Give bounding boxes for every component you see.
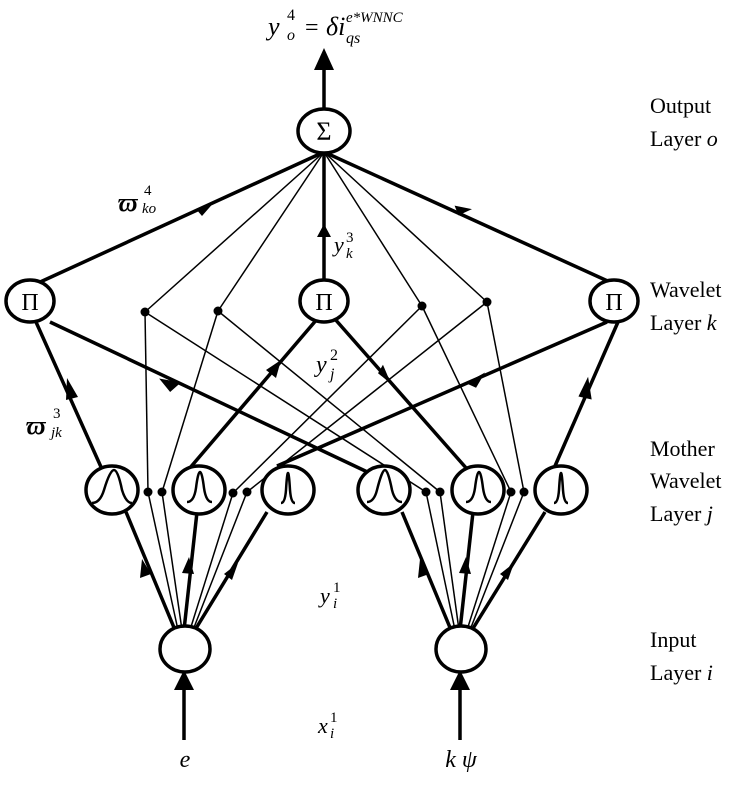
gaussian-medium-icon (186, 470, 213, 504)
wavelet-node-right: Π (588, 278, 640, 324)
svg-text:jk: jk (49, 425, 62, 441)
junction-dot (140, 307, 150, 317)
gaussian-wide-icon (91, 468, 133, 505)
mother-wavelet-node-4 (356, 464, 412, 516)
mother-wavelet-nodes (84, 464, 589, 516)
svg-text:Output: Output (650, 93, 711, 118)
junction-dot (143, 487, 153, 497)
layer-label-input: Input Layer i (650, 627, 713, 685)
junction-dot (242, 487, 252, 497)
svg-text:Layer i: Layer i (650, 660, 713, 685)
label-w3: ϖ 3 jk (26, 406, 62, 441)
junction-dot (506, 487, 516, 497)
eq-lhs-sup: 4 (287, 7, 295, 24)
input-node-kpsi (434, 624, 488, 674)
mother-wavelet-node-1 (84, 464, 140, 516)
svg-text:i: i (330, 726, 334, 742)
output-arrow (314, 48, 334, 112)
pi-symbol: Π (315, 290, 332, 316)
svg-text:Input: Input (650, 627, 696, 652)
svg-text:j: j (328, 366, 335, 383)
svg-text:Mother: Mother (650, 436, 715, 461)
arrowheads-middle (66, 360, 592, 400)
label-y2: y 2 j (314, 347, 338, 383)
junction-dot (213, 306, 223, 316)
input-node-e (158, 624, 212, 674)
thin-lines-sigma (144, 151, 488, 313)
eq-rhs-sub: qs (346, 30, 360, 47)
svg-text:y: y (318, 583, 330, 608)
eq-rhs: δi (326, 12, 345, 41)
mother-wavelet-node-2 (171, 464, 227, 516)
input-label-kpsi: k ψ (445, 747, 478, 773)
junction-dot (417, 301, 427, 311)
input-label-e: e (180, 747, 191, 773)
svg-text:y: y (332, 232, 344, 257)
svg-text:3: 3 (346, 230, 354, 246)
wavelet-node-center: Π (298, 278, 350, 324)
gaussian-narrow-icon (553, 471, 569, 505)
svg-text:1: 1 (330, 710, 338, 726)
mother-wavelet-node-5 (450, 464, 506, 516)
gaussian-narrow-icon (280, 471, 296, 505)
layer-label-mother: Mother Wavelet Layer j (650, 436, 722, 526)
label-w4: ϖ 4 ko (118, 183, 157, 217)
svg-text:Wavelet: Wavelet (650, 277, 722, 302)
svg-text:ϖ: ϖ (26, 411, 47, 440)
sigma-symbol: Σ (316, 117, 331, 146)
gaussian-medium-icon (465, 470, 492, 504)
gaussian-wide-icon (366, 468, 403, 504)
svg-text:4: 4 (144, 183, 152, 199)
junction-dot (435, 487, 445, 497)
svg-text:y: y (265, 12, 280, 41)
svg-text:y: y (314, 352, 327, 378)
svg-text:ko: ko (142, 201, 157, 217)
wavelet-node-left: Π (4, 278, 56, 324)
svg-text:3: 3 (53, 406, 61, 422)
junction-dot (157, 487, 167, 497)
thin-lines-input (147, 491, 525, 631)
label-y3: y 3 k (332, 230, 354, 262)
label-y1: y 1 i (318, 580, 341, 612)
input-arrows (174, 670, 470, 740)
layer-label-output: Output Layer o (650, 93, 718, 151)
svg-text:Layer j: Layer j (650, 501, 713, 526)
output-equation: y 4 o = δi e*WNNC qs (265, 7, 404, 47)
junction-dot (482, 297, 492, 307)
eq-rhs-sup: e*WNNC (346, 10, 404, 26)
mother-wavelet-node-6 (533, 464, 589, 516)
svg-text:2: 2 (330, 347, 338, 364)
eq-lhs: y (265, 12, 280, 41)
eq-lhs-sub: o (287, 27, 295, 44)
pi-symbol: Π (605, 290, 622, 316)
arrowheads-lower (140, 557, 514, 580)
output-node-sigma: Σ (296, 107, 352, 155)
svg-text:x: x (317, 713, 328, 738)
arrowheads-top (196, 200, 472, 237)
junction-dots (140, 297, 529, 498)
svg-text:k: k (346, 246, 353, 262)
label-x1: x 1 i (317, 710, 338, 742)
svg-text:ϖ: ϖ (118, 188, 139, 217)
junction-dot (519, 487, 529, 497)
svg-text:Layer o: Layer o (650, 126, 718, 151)
thick-lines-mother-to-wavelet (34, 316, 620, 479)
mother-wavelet-node-3 (260, 464, 316, 516)
pi-symbol: Π (21, 290, 38, 316)
layer-label-wavelet: Wavelet Layer k (650, 277, 722, 335)
thick-lines-wavelet-to-sum (37, 150, 613, 285)
junction-dot (228, 488, 238, 498)
svg-text:Layer k: Layer k (650, 310, 718, 335)
svg-text:i: i (333, 596, 337, 612)
eq-equals: = (305, 15, 319, 41)
thin-lines-cross (144, 301, 525, 494)
svg-text:1: 1 (333, 580, 341, 596)
junction-dot (421, 487, 431, 497)
svg-text:Wavelet: Wavelet (650, 468, 722, 493)
